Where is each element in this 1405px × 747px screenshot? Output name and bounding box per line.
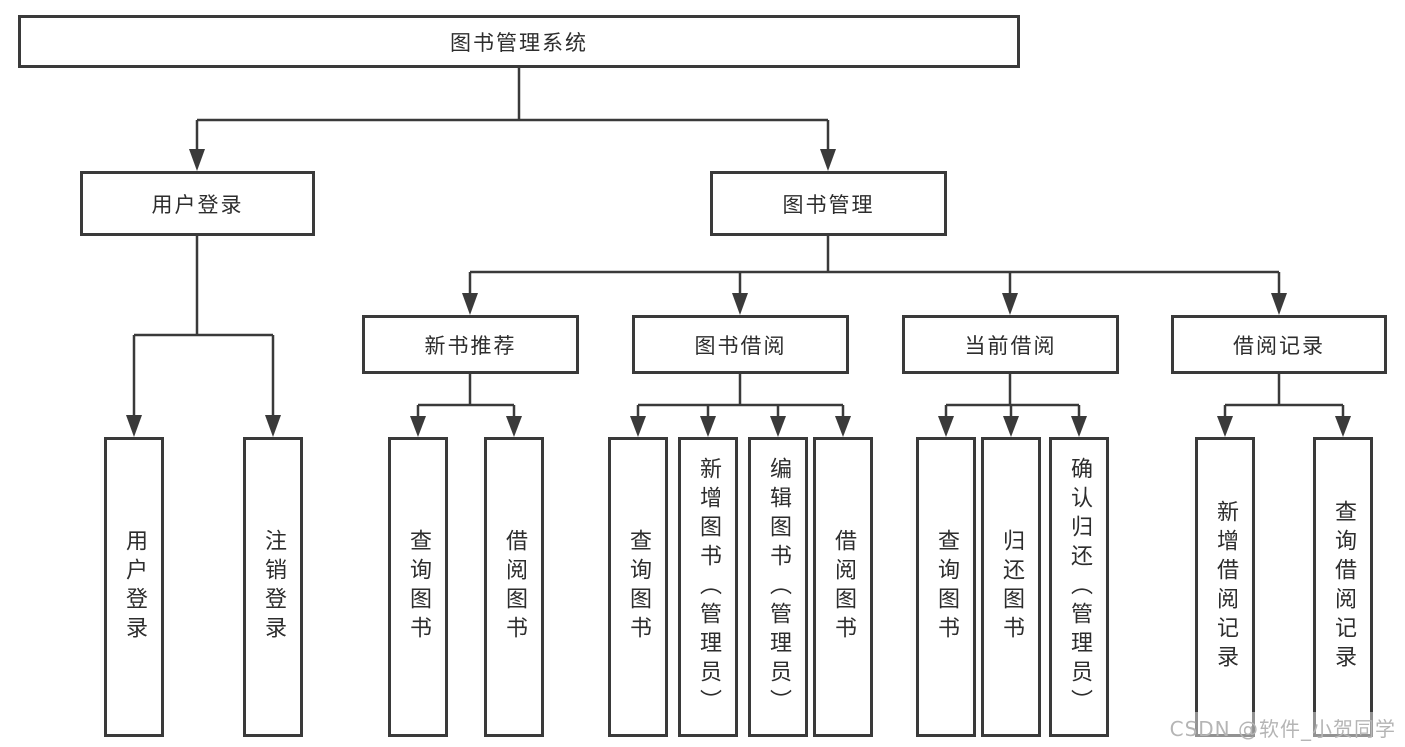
leaf-return-books: 归还图书 bbox=[981, 437, 1041, 737]
node-label: 图书借阅 bbox=[694, 333, 787, 358]
node-label: 图书管理 bbox=[782, 192, 875, 217]
arrowheads-level3 bbox=[462, 293, 1287, 315]
arrow-down-icon bbox=[410, 416, 426, 437]
node-label: 新增图书（管理员） bbox=[696, 456, 721, 718]
node-label: 图书管理系统 bbox=[450, 30, 588, 55]
node-label: 借阅记录 bbox=[1233, 333, 1325, 358]
leaf-borrow-books-2: 借阅图书 bbox=[813, 437, 873, 737]
arrow-down-icon bbox=[506, 416, 522, 437]
node-label: 查询图书 bbox=[934, 529, 959, 645]
arrow-down-icon bbox=[1003, 416, 1019, 437]
node-label: 查询借阅记录 bbox=[1331, 500, 1356, 674]
node-label: 新书推荐 bbox=[424, 333, 517, 358]
arrow-down-icon bbox=[265, 415, 281, 437]
node-label: 注销登录 bbox=[261, 529, 286, 645]
leaf-query-books-3: 查询图书 bbox=[916, 437, 976, 737]
connector-borrowing-to-leaves bbox=[636, 374, 845, 417]
arrow-down-icon bbox=[835, 416, 851, 437]
arrowheads-newbooks bbox=[410, 416, 522, 437]
node-label: 新增借阅记录 bbox=[1213, 500, 1238, 674]
node-book-borrowing: 图书借阅 bbox=[632, 315, 849, 374]
leaf-borrow-books-1: 借阅图书 bbox=[484, 437, 544, 737]
arrow-down-icon bbox=[1271, 293, 1287, 315]
connector-newbooks-to-leaves bbox=[416, 374, 516, 417]
arrow-down-icon bbox=[1071, 416, 1087, 437]
leaf-user-login: 用户登录 bbox=[104, 437, 164, 737]
arrow-down-icon bbox=[1217, 416, 1233, 437]
arrow-down-icon bbox=[938, 416, 954, 437]
node-current-borrowing: 当前借阅 bbox=[902, 315, 1119, 374]
leaf-query-books-1: 查询图书 bbox=[388, 437, 448, 737]
node-label: 查询图书 bbox=[406, 529, 431, 645]
connector-userlogin-to-leaves bbox=[132, 236, 275, 416]
arrow-down-icon bbox=[126, 415, 142, 437]
node-label: 借阅图书 bbox=[831, 529, 856, 645]
arrow-down-icon bbox=[1335, 416, 1351, 437]
node-label: 当前借阅 bbox=[964, 333, 1057, 358]
node-label: 用户登录 bbox=[122, 529, 147, 645]
arrowheads-current bbox=[938, 416, 1087, 437]
node-label: 查询图书 bbox=[626, 529, 651, 645]
node-label: 用户登录 bbox=[151, 192, 244, 217]
arrowheads-borrowing bbox=[630, 416, 851, 437]
arrowheads-userlogin bbox=[126, 415, 281, 437]
csdn-watermark: CSDN @软件_小贺同学 bbox=[1166, 712, 1399, 743]
node-new-book-recommend: 新书推荐 bbox=[362, 315, 579, 374]
node-label: 编辑图书（管理员） bbox=[766, 456, 791, 718]
connector-records-to-leaves bbox=[1223, 374, 1345, 417]
arrow-down-icon bbox=[820, 149, 836, 171]
node-label: 确认归还（管理员） bbox=[1067, 456, 1092, 718]
node-book-management-branch: 图书管理 bbox=[710, 171, 947, 236]
arrow-down-icon bbox=[189, 149, 205, 171]
connector-root-to-level2 bbox=[195, 68, 830, 150]
arrow-down-icon bbox=[462, 293, 478, 315]
arrow-down-icon bbox=[1002, 293, 1018, 315]
node-borrowing-records: 借阅记录 bbox=[1171, 315, 1387, 374]
node-label: 归还图书 bbox=[999, 529, 1024, 645]
leaf-query-books-2: 查询图书 bbox=[608, 437, 668, 737]
leaf-edit-books-admin: 编辑图书（管理员） bbox=[748, 437, 808, 737]
arrow-down-icon bbox=[770, 416, 786, 437]
connector-current-to-leaves bbox=[944, 374, 1081, 417]
node-label: 借阅图书 bbox=[502, 529, 527, 645]
arrow-down-icon bbox=[630, 416, 646, 437]
arrow-down-icon bbox=[700, 416, 716, 437]
leaf-add-books-admin: 新增图书（管理员） bbox=[678, 437, 738, 737]
node-user-login-branch: 用户登录 bbox=[80, 171, 315, 236]
leaf-confirm-return-admin: 确认归还（管理员） bbox=[1049, 437, 1109, 737]
connector-bookmgmt-to-level3 bbox=[468, 236, 1281, 294]
leaf-add-borrow-record: 新增借阅记录 bbox=[1195, 437, 1255, 737]
node-root-system: 图书管理系统 bbox=[18, 15, 1020, 68]
arrowheads-level2 bbox=[189, 149, 836, 171]
arrow-down-icon bbox=[732, 293, 748, 315]
arrowheads-records bbox=[1217, 416, 1351, 437]
leaf-query-borrow-record: 查询借阅记录 bbox=[1313, 437, 1373, 737]
leaf-logout: 注销登录 bbox=[243, 437, 303, 737]
